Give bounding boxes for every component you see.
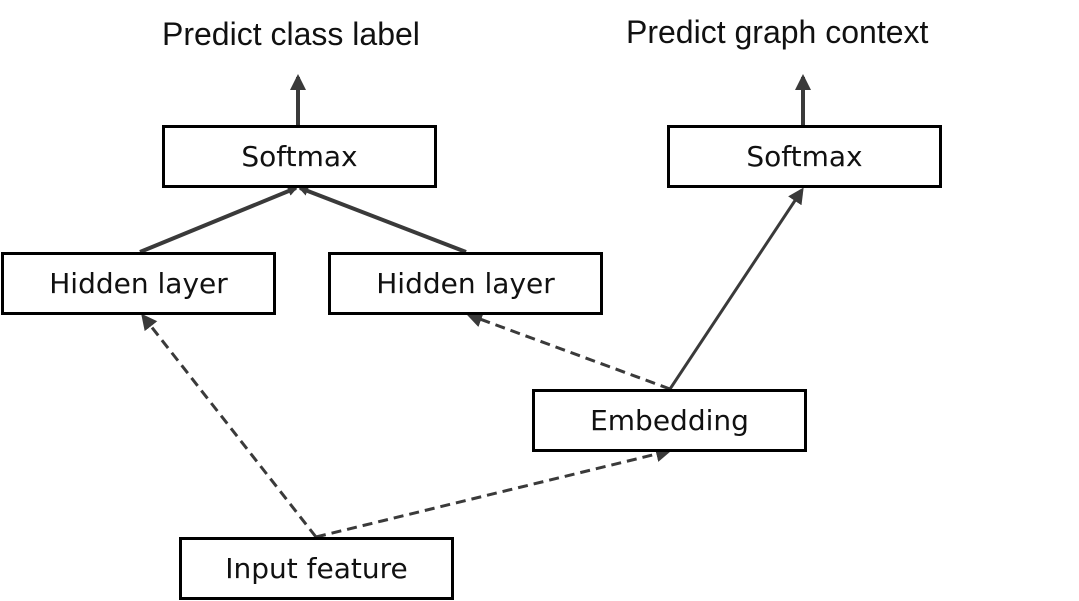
arrow-hidden-right-to-softmax (298, 186, 467, 254)
title-predict-class-label: Predict class label (162, 16, 420, 52)
dashed-arrow-input-to-hidden-left (141, 313, 318, 538)
node-embedding: Embedding (532, 389, 807, 452)
dashed-arrow-embedding-to-hidden-right (466, 311, 671, 391)
node-input-feature: Input feature (179, 537, 454, 600)
node-softmax-left: Softmax (162, 125, 437, 188)
dashed-arrow-input-to-embedding (315, 446, 672, 539)
node-hidden-layer-right: Hidden layer (328, 252, 603, 315)
node-softmax-right: Softmax (667, 125, 942, 188)
title-predict-graph-context: Predict graph context (626, 14, 929, 50)
node-hidden-layer-left: Hidden layer (1, 252, 276, 315)
arrow-embedding-to-softmax-right (668, 187, 804, 390)
arrow-hidden-left-to-softmax (139, 186, 298, 254)
